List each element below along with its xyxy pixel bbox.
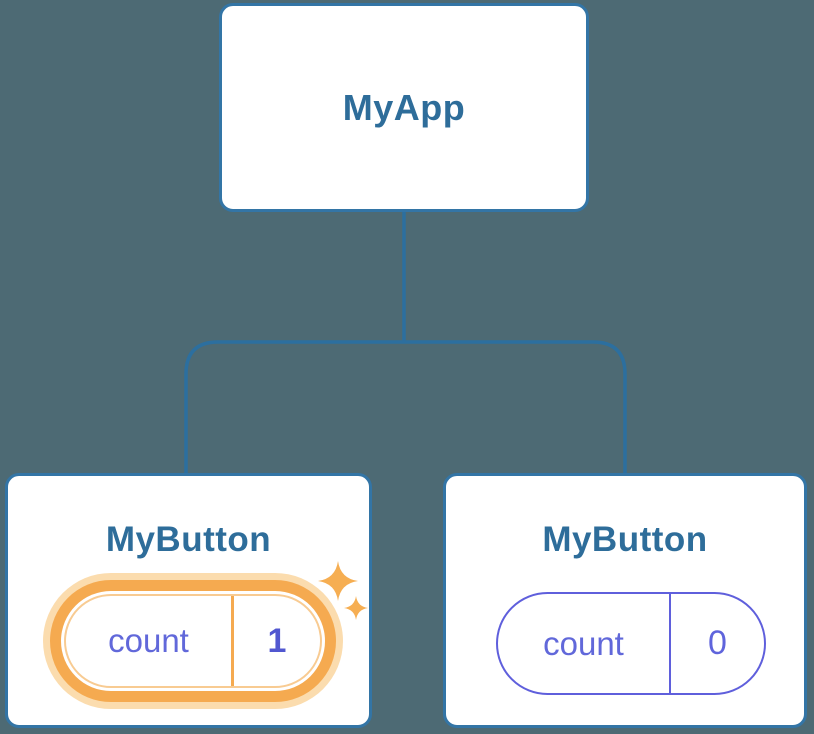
component-label: MyApp xyxy=(342,86,466,128)
state-value: 0 xyxy=(669,594,764,693)
component-node-child-2: MyButton count 0 xyxy=(443,473,807,728)
sparkles-icon xyxy=(318,561,368,620)
component-node-root: MyApp xyxy=(219,3,589,212)
state-key-label: count xyxy=(543,624,624,662)
state-pill: count 0 xyxy=(496,592,766,695)
component-label: MyButton xyxy=(105,520,272,559)
component-node-child-1: MyButton count 1 xyxy=(5,473,372,728)
sparkle-large xyxy=(318,561,358,601)
component-label: MyButton xyxy=(542,520,708,559)
state-pill-highlighted: count 1 xyxy=(64,594,322,688)
sparkle-small xyxy=(344,596,368,620)
state-key-label: count xyxy=(108,622,189,659)
state-value: 1 xyxy=(231,596,320,686)
connector-branch xyxy=(184,340,627,473)
